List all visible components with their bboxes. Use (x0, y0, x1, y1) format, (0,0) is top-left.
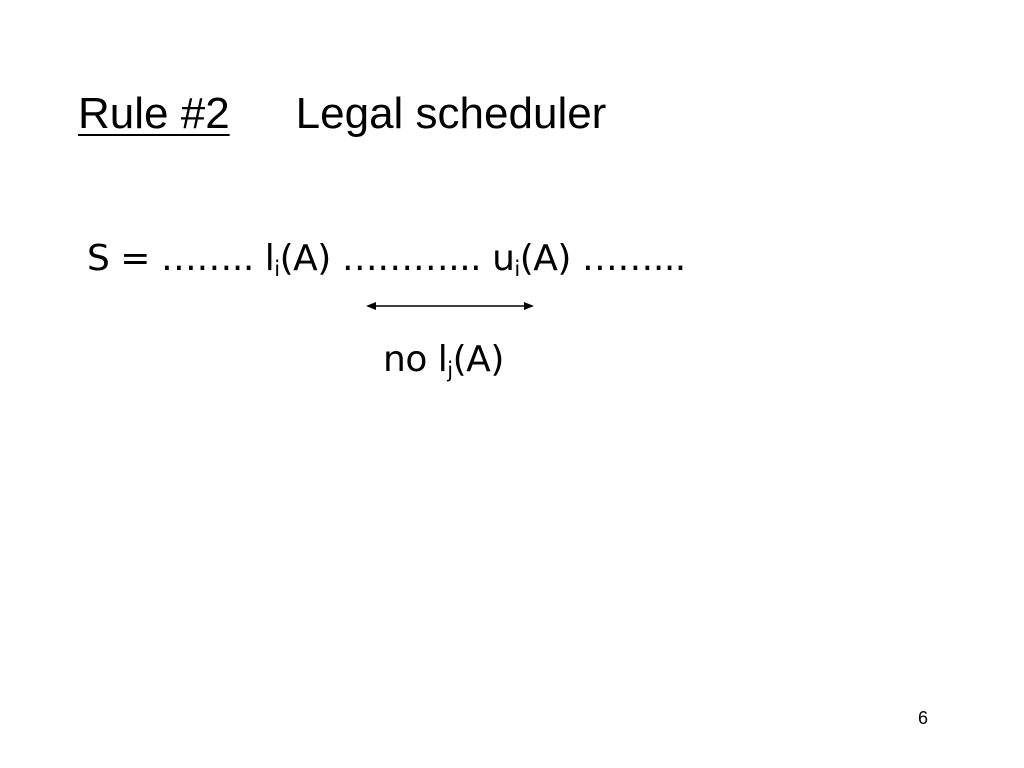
lock-argument: (A) ………... (279, 238, 482, 279)
lock-letter: l (264, 238, 275, 279)
constraint-subscript: j (447, 358, 453, 382)
unlock-argument: (A) ……... (519, 238, 687, 279)
unlock-subscript: i (514, 257, 520, 281)
schedule-prefix: S = …….. (87, 238, 254, 279)
lock-subscript: i (274, 257, 280, 281)
rule-label: Rule #2 (78, 89, 230, 138)
constraint-prefix: no l (383, 339, 448, 380)
double-arrow-icon (366, 302, 534, 310)
page-number: 6 (918, 708, 929, 728)
constraint-note: no lj(A) (383, 335, 504, 395)
title-text: Legal scheduler (295, 89, 607, 138)
unlock-letter: u (492, 238, 515, 279)
slide-title: Rule #2 Legal scheduler (78, 84, 606, 144)
constraint-argument: (A) (452, 339, 505, 380)
schedule-expression: S = …….. li(A) ………... ui(A) ……... (87, 234, 686, 294)
